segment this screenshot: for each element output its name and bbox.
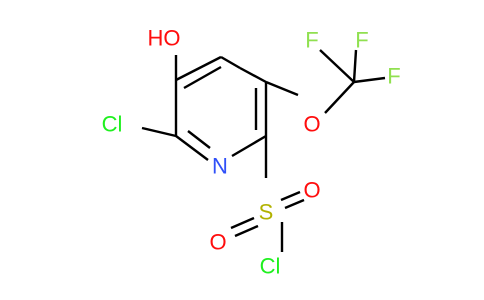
atom-oxygen-ether: O — [303, 112, 320, 137]
atom-sulfur: S — [259, 200, 274, 225]
bond-c-f-right — [353, 76, 386, 84]
bond-c4-c5-b — [239, 66, 267, 84]
bond-c2-cl — [141, 126, 177, 138]
bond-c-f-top-right — [352, 49, 358, 83]
atom-oxygen-sulfonyl-top: O — [303, 178, 320, 203]
bond-s-o-top-a — [280, 190, 301, 202]
atom-labels: HO O F F F Cl N S O O Cl — [102, 26, 401, 279]
bond-s-o-top-b — [284, 198, 305, 210]
atom-oxygen-sulfonyl-left: O — [209, 230, 226, 255]
bond-c3-c4 — [175, 55, 222, 82]
atom-hydroxyl: HO — [148, 26, 181, 51]
bond-c6-n — [231, 134, 267, 158]
bond-c-f-top-left — [319, 49, 355, 83]
atom-fluorine-top-right: F — [355, 28, 368, 53]
bond-c2-n-inner — [187, 130, 211, 149]
bond-s-o-left-b — [230, 216, 255, 230]
bond-s-o-left-a — [234, 224, 259, 238]
bond-n-c2 — [175, 135, 209, 161]
atom-fluorine-right: F — [387, 64, 400, 89]
atom-fluorine-top-left: F — [305, 28, 318, 53]
bond-c3-c4-inner — [183, 65, 222, 90]
atom-chlorine-sulfonyl: Cl — [260, 254, 281, 279]
bond-c5-o — [265, 80, 299, 97]
atom-nitrogen-ring: N — [212, 154, 228, 179]
bonds — [141, 49, 386, 252]
atom-chlorine-ring: Cl — [102, 112, 123, 137]
bond-o-cf3 — [324, 81, 355, 114]
bond-c4-c5 — [220, 55, 241, 70]
